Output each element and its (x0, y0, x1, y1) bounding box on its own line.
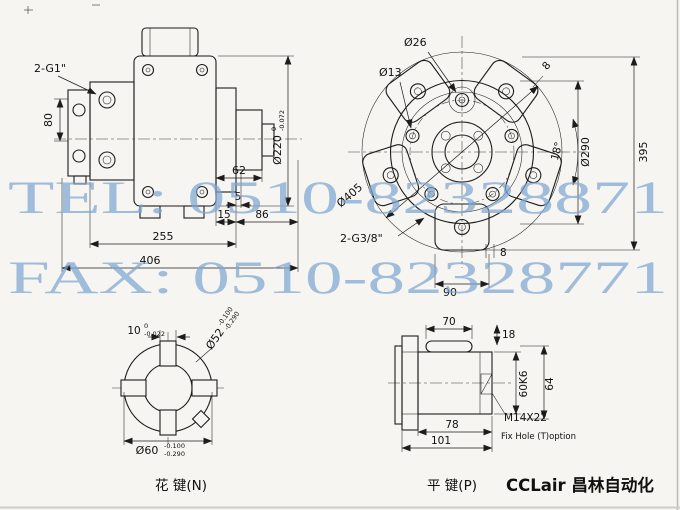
dim-60-tol-top: -0.100 (164, 442, 185, 450)
dim-60k6: 60K6 (518, 370, 530, 397)
key-shaft-view: 70 18 60K6 64 78 101 M14X22 (388, 316, 576, 494)
dim-18: 18 (502, 329, 515, 341)
motor-side-view: 2-G1" 80 Ø220 0 -0.072 62 5 (34, 27, 302, 272)
side-view-dimensions: 2-G1" 80 Ø220 0 -0.072 62 5 (34, 55, 299, 272)
side-port-label: 2-G1" (34, 62, 66, 75)
dim-10-tol-top: 0 (144, 322, 148, 330)
dim-13: Ø13 (379, 66, 402, 79)
front-port-label: 2-G3/8" (340, 232, 383, 245)
watermark: TEL: 0510-82328871 FAX: 0510-82328771 (8, 172, 668, 304)
thread-label: M14X22 (504, 412, 547, 424)
dim-8-top: 8 (540, 60, 553, 73)
dim-70: 70 (442, 316, 455, 328)
key-shaft-dimensions: 70 18 60K6 64 78 101 M14X22 (401, 316, 576, 452)
dim-90: 90 (443, 286, 457, 299)
spline-section-view: 10 0 -0.022 Ø52 -0.100 -0.290 Ø60 -0.100… (112, 305, 241, 494)
dim-60-tol-bottom: -0.290 (164, 450, 185, 458)
dim-80: 80 (42, 113, 55, 127)
dim-290: Ø290 (579, 137, 592, 167)
dim-78: 78 (445, 419, 458, 431)
dim-101: 101 (431, 435, 451, 447)
dim-26: Ø26 (404, 36, 427, 49)
dim-220-tol-top: 0 (270, 127, 278, 131)
watermark-fax: FAX: 0510-82328771 (8, 252, 668, 304)
dim-10-tol-bottom: -0.022 (144, 330, 165, 338)
dim-395: 395 (637, 142, 650, 163)
dim-15: 15 (217, 209, 230, 221)
dim-52: Ø52 (203, 326, 227, 352)
dim-220-tol-bottom: -0.072 (278, 110, 286, 131)
spline-caption: 花 键(N) (155, 478, 207, 494)
dim-8-bottom: 8 (500, 247, 507, 259)
watermark-tel: TEL: 0510-82328871 (8, 172, 668, 224)
fix-hole-note: Fix Hole (T)option (501, 432, 576, 442)
brand-text: CCLair 昌林自动化 (506, 475, 654, 495)
dim-62: 62 (232, 164, 246, 177)
dim-406: 406 (140, 254, 161, 267)
dim-64: 64 (544, 377, 556, 391)
dim-86: 86 (255, 209, 269, 221)
dim-10: 10 (127, 325, 140, 337)
dim-220: Ø220 (271, 135, 284, 165)
key-caption: 平 键(P) (427, 478, 477, 494)
dim-255: 255 (153, 230, 174, 243)
dim-18deg: 18° (549, 141, 565, 162)
dim-60: Ø60 (136, 444, 159, 457)
dim-5: 5 (235, 191, 242, 203)
